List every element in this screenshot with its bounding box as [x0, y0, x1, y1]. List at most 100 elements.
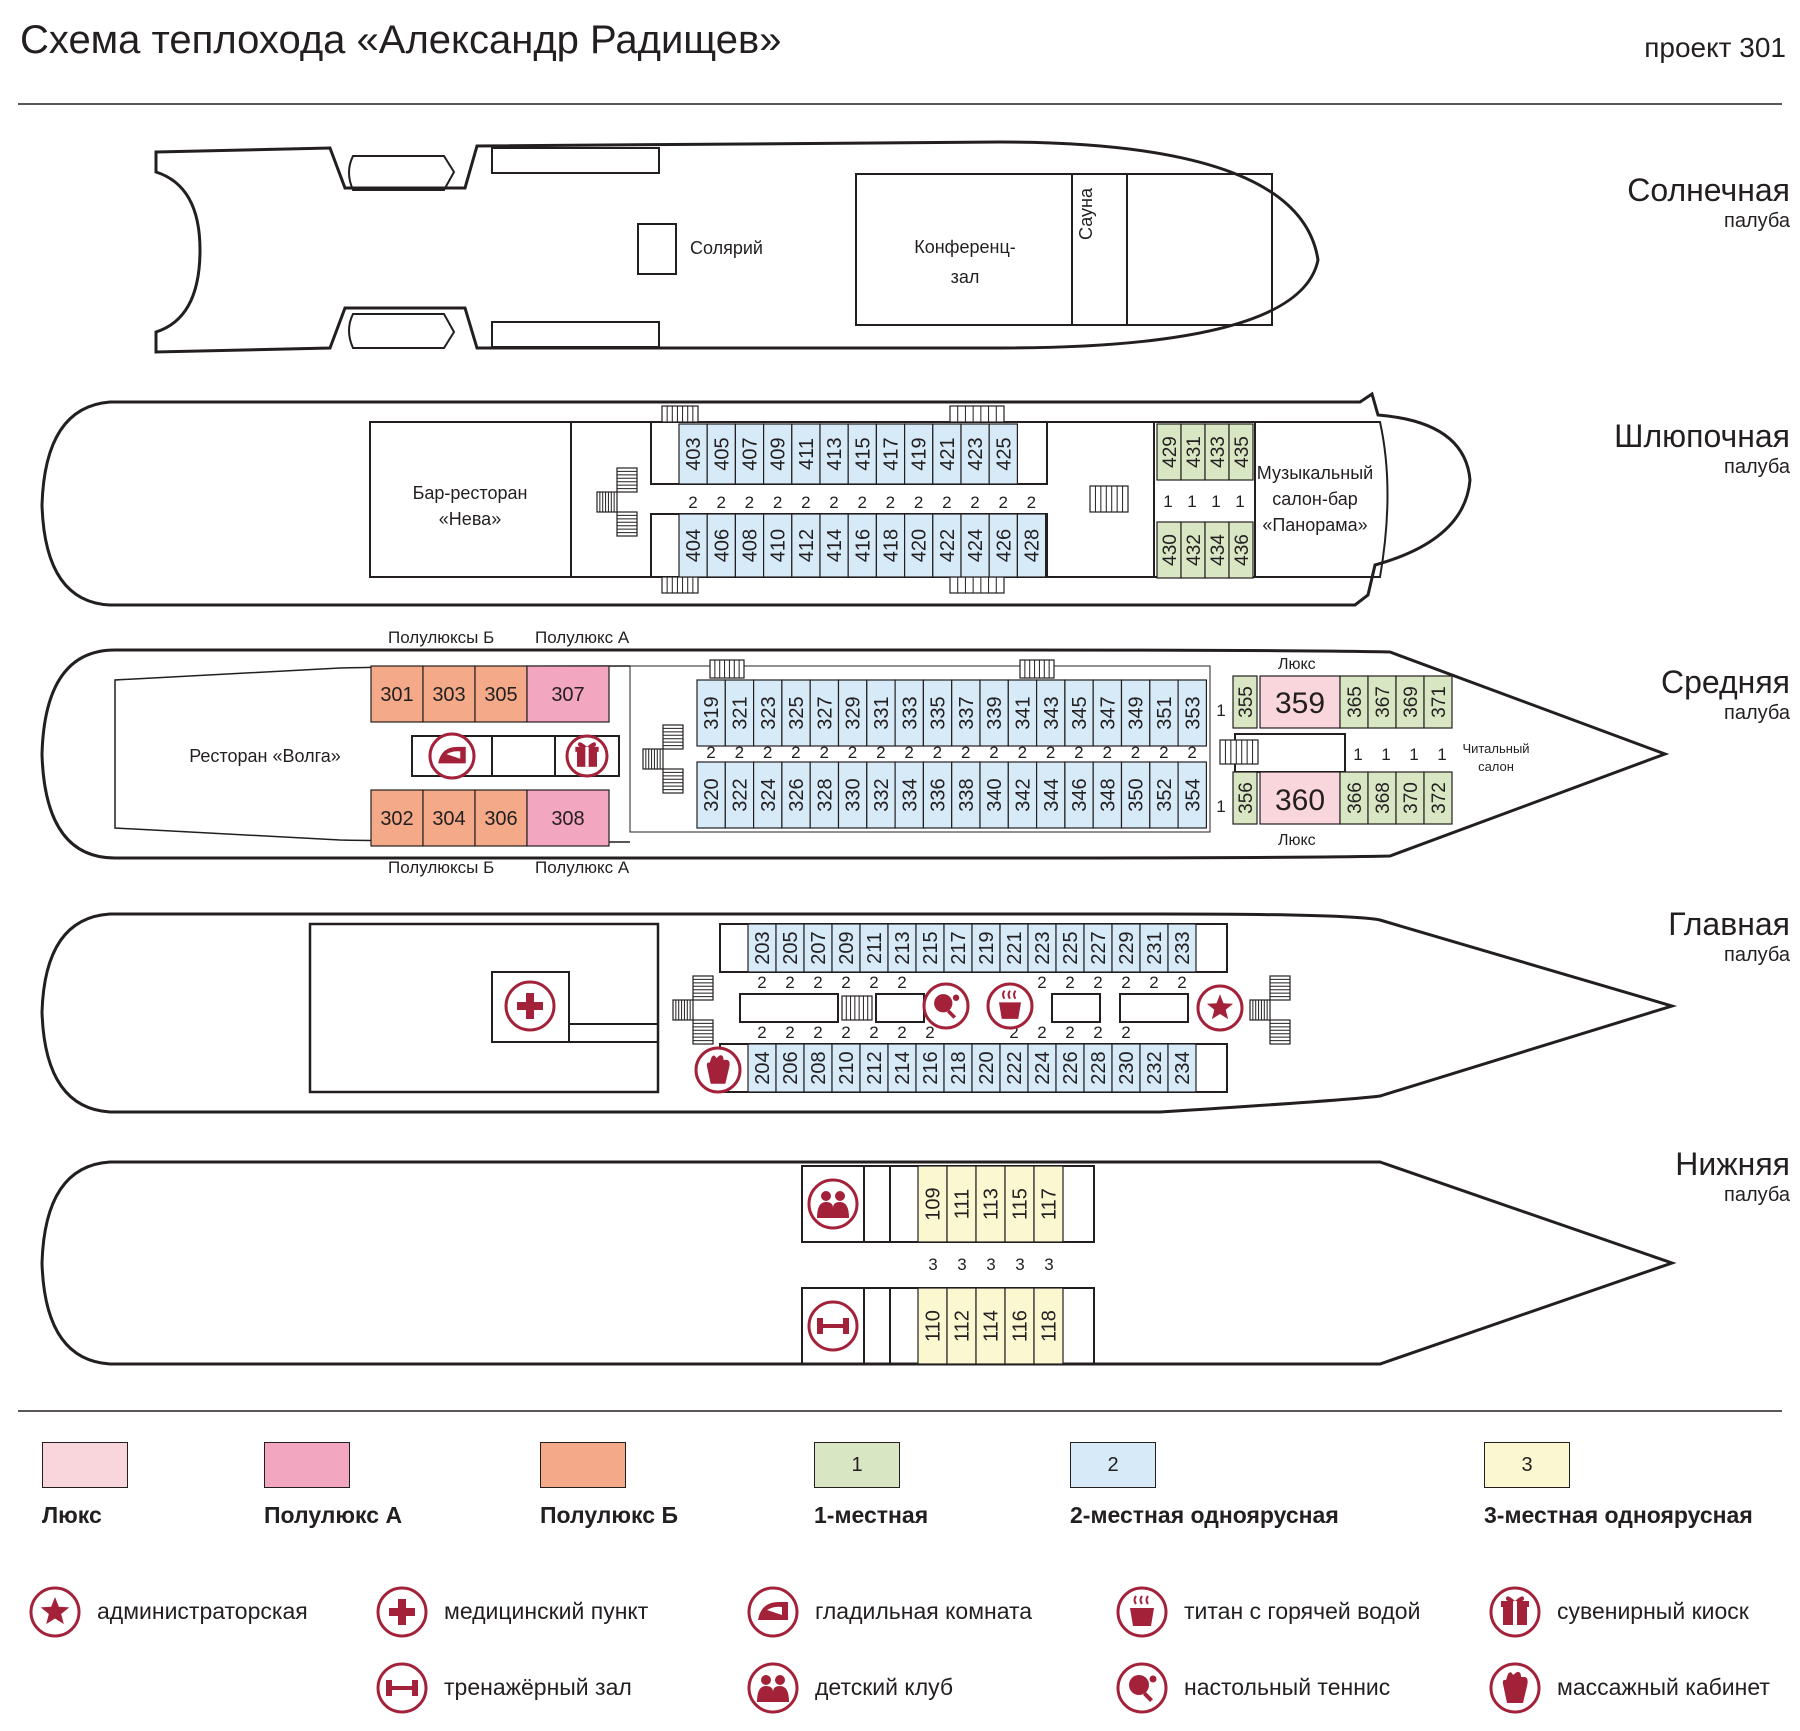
cabin-118[interactable] [1033, 1287, 1064, 1365]
cabin-414[interactable] [819, 513, 849, 578]
cabin-301[interactable] [370, 665, 424, 723]
cabin-424[interactable] [960, 513, 990, 578]
cabin-115[interactable] [1004, 1165, 1035, 1243]
cabin-422[interactable] [932, 513, 962, 578]
cabin-221[interactable] [999, 923, 1029, 973]
cabin-348[interactable] [1092, 761, 1123, 829]
cabin-333[interactable] [894, 679, 924, 747]
cabin-211[interactable] [859, 923, 889, 973]
cabin-425[interactable] [988, 423, 1019, 485]
cabin-114[interactable] [975, 1287, 1006, 1365]
cabin-337[interactable] [951, 679, 981, 747]
cabin-209[interactable] [831, 923, 861, 973]
cabin-355[interactable] [1232, 675, 1258, 729]
cabin-110[interactable] [917, 1287, 948, 1365]
cabin-323[interactable] [752, 679, 783, 747]
cabin-230[interactable] [1111, 1043, 1141, 1093]
cabin-234[interactable] [1167, 1043, 1197, 1093]
cabin-352[interactable] [1149, 761, 1179, 829]
cabin-415[interactable] [847, 423, 878, 485]
cabin-305[interactable] [474, 665, 528, 723]
cabin-307[interactable] [526, 665, 610, 723]
cabin-331[interactable] [866, 679, 896, 747]
cabin-351[interactable] [1149, 679, 1179, 747]
cabin-111[interactable] [946, 1165, 977, 1243]
cabin-366[interactable] [1339, 771, 1369, 825]
cabin-210[interactable] [831, 1043, 861, 1093]
cabin-341[interactable] [1007, 679, 1038, 747]
cabin-436[interactable] [1228, 521, 1254, 579]
cabin-335[interactable] [922, 679, 953, 747]
cabin-429[interactable] [1156, 423, 1182, 481]
cabin-324[interactable] [752, 761, 783, 829]
cabin-419[interactable] [903, 423, 934, 485]
cabin-368[interactable] [1367, 771, 1397, 825]
cabin-325[interactable] [781, 679, 811, 747]
cabin-207[interactable] [803, 923, 833, 973]
cabin-416[interactable] [847, 513, 878, 578]
cabin-226[interactable] [1055, 1043, 1085, 1093]
cabin-326[interactable] [781, 761, 811, 829]
cabin-434[interactable] [1204, 521, 1230, 579]
cabin-340[interactable] [979, 761, 1009, 829]
cabin-228[interactable] [1083, 1043, 1113, 1093]
cabin-371[interactable] [1423, 675, 1453, 729]
cabin-412[interactable] [791, 513, 821, 578]
cabin-328[interactable] [809, 761, 840, 829]
cabin-433[interactable] [1204, 423, 1230, 481]
cabin-420[interactable] [903, 513, 934, 578]
cabin-112[interactable] [946, 1287, 977, 1365]
cabin-332[interactable] [866, 761, 896, 829]
cabin-418[interactable] [875, 513, 906, 578]
cabin-342[interactable] [1007, 761, 1038, 829]
cabin-417[interactable] [875, 423, 906, 485]
cabin-213[interactable] [887, 923, 917, 973]
cabin-306[interactable] [474, 789, 528, 847]
cabin-216[interactable] [915, 1043, 945, 1093]
cabin-319[interactable] [696, 679, 726, 747]
cabin-217[interactable] [943, 923, 973, 973]
cabin-338[interactable] [951, 761, 981, 829]
cabin-116[interactable] [1004, 1287, 1035, 1365]
cabin-353[interactable] [1177, 679, 1207, 747]
cabin-406[interactable] [706, 513, 737, 578]
cabin-360[interactable] [1259, 771, 1341, 825]
cabin-225[interactable] [1055, 923, 1085, 973]
cabin-320[interactable] [696, 761, 726, 829]
cabin-218[interactable] [943, 1043, 973, 1093]
cabin-435[interactable] [1228, 423, 1254, 481]
cabin-423[interactable] [960, 423, 990, 485]
cabin-220[interactable] [971, 1043, 1001, 1093]
cabin-426[interactable] [988, 513, 1019, 578]
cabin-356[interactable] [1232, 771, 1258, 825]
cabin-308[interactable] [526, 789, 610, 847]
cabin-232[interactable] [1139, 1043, 1169, 1093]
cabin-227[interactable] [1083, 923, 1113, 973]
cabin-204[interactable] [747, 1043, 777, 1093]
cabin-302[interactable] [370, 789, 424, 847]
cabin-205[interactable] [775, 923, 805, 973]
cabin-329[interactable] [837, 679, 868, 747]
cabin-410[interactable] [762, 513, 793, 578]
cabin-117[interactable] [1033, 1165, 1064, 1243]
cabin-229[interactable] [1111, 923, 1141, 973]
cabin-349[interactable] [1120, 679, 1151, 747]
cabin-411[interactable] [791, 423, 821, 485]
cabin-303[interactable] [422, 665, 476, 723]
cabin-430[interactable] [1156, 521, 1182, 579]
cabin-428[interactable] [1016, 513, 1047, 578]
cabin-354[interactable] [1177, 761, 1207, 829]
cabin-224[interactable] [1027, 1043, 1057, 1093]
cabin-367[interactable] [1367, 675, 1397, 729]
cabin-206[interactable] [775, 1043, 805, 1093]
cabin-350[interactable] [1120, 761, 1151, 829]
cabin-203[interactable] [747, 923, 777, 973]
cabin-346[interactable] [1064, 761, 1094, 829]
cabin-223[interactable] [1027, 923, 1057, 973]
cabin-372[interactable] [1423, 771, 1453, 825]
cabin-334[interactable] [894, 761, 924, 829]
cabin-321[interactable] [724, 679, 755, 747]
cabin-215[interactable] [915, 923, 945, 973]
cabin-431[interactable] [1180, 423, 1206, 481]
cabin-233[interactable] [1167, 923, 1197, 973]
